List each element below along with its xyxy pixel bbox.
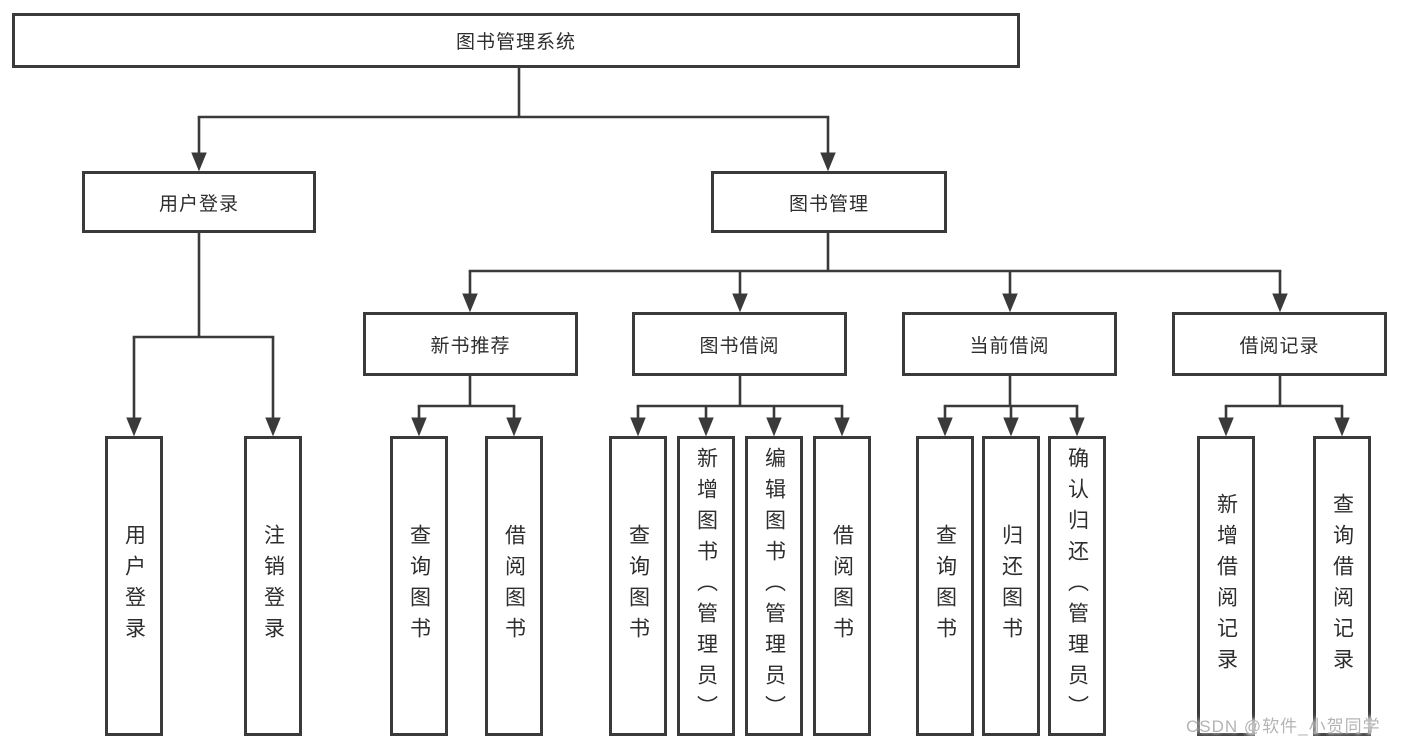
arrowhead-icon — [411, 417, 427, 437]
node-leaf-logout-label: 注销登录 — [261, 524, 285, 648]
arrowhead-icon — [698, 417, 714, 437]
arrowhead-icon — [1002, 293, 1018, 313]
arrowhead-icon — [820, 152, 836, 172]
arrowhead-icon — [191, 152, 207, 172]
node-book-borrow: 图书借阅 — [632, 312, 847, 376]
arrowhead-icon — [1218, 417, 1234, 437]
connector-book-mgmt-to-level3 — [462, 231, 1288, 313]
node-leaf-return-book-label: 归还图书 — [999, 524, 1023, 648]
connector-user-login-children — [126, 231, 281, 437]
connector-borrow-records-children — [1218, 374, 1350, 437]
node-leaf-query-books-3-label: 查询图书 — [933, 524, 957, 648]
node-root-label: 图书管理系统 — [455, 32, 576, 53]
node-leaf-add-book-admin-label: 新增图书（管理员） — [694, 446, 718, 726]
node-leaf-edit-book-admin: 编辑图书（管理员） — [745, 436, 803, 736]
node-leaf-confirm-return-admin-label: 确认归还（管理员） — [1065, 446, 1089, 726]
node-leaf-borrow-books-1-label: 借阅图书 — [502, 524, 526, 648]
node-user-login: 用户登录 — [82, 171, 316, 233]
node-current-borrow-label: 当前借阅 — [969, 335, 1050, 357]
node-leaf-user-login-label: 用户登录 — [122, 524, 146, 648]
node-new-book-recommend: 新书推荐 — [363, 312, 578, 376]
arrowhead-icon — [462, 293, 478, 313]
node-leaf-logout: 注销登录 — [244, 436, 302, 736]
arrowhead-icon — [1334, 417, 1350, 437]
node-leaf-add-borrow-record-label: 新增借阅记录 — [1214, 493, 1238, 679]
node-leaf-query-books-1-label: 查询图书 — [407, 524, 431, 648]
node-user-login-label: 用户登录 — [158, 193, 239, 215]
node-current-borrow: 当前借阅 — [902, 312, 1117, 376]
node-leaf-query-books-3: 查询图书 — [916, 436, 974, 736]
node-leaf-query-borrow-record: 查询借阅记录 — [1313, 436, 1371, 736]
arrowhead-icon — [506, 417, 522, 437]
node-leaf-query-books-2: 查询图书 — [609, 436, 667, 736]
arrowhead-icon — [630, 417, 646, 437]
arrowhead-icon — [1272, 293, 1288, 313]
connector-new-book-children — [411, 374, 522, 437]
arrowhead-icon — [766, 417, 782, 437]
node-leaf-confirm-return-admin: 确认归还（管理员） — [1048, 436, 1106, 736]
node-borrow-records-label: 借阅记录 — [1239, 335, 1320, 357]
node-leaf-add-borrow-record: 新增借阅记录 — [1197, 436, 1255, 736]
node-new-book-recommend-label: 新书推荐 — [430, 335, 511, 357]
node-book-management: 图书管理 — [711, 171, 947, 233]
node-leaf-user-login: 用户登录 — [105, 436, 163, 736]
node-book-management-label: 图书管理 — [788, 193, 869, 215]
arrowhead-icon — [126, 417, 142, 437]
connector-current-borrow-children — [937, 374, 1085, 437]
arrowhead-icon — [937, 417, 953, 437]
arrowhead-icon — [834, 417, 850, 437]
arrowhead-icon — [1003, 417, 1019, 437]
node-leaf-query-books-1: 查询图书 — [390, 436, 448, 736]
node-leaf-borrow-books-2-label: 借阅图书 — [830, 524, 854, 648]
connector-root-to-level2 — [191, 66, 836, 172]
node-leaf-return-book: 归还图书 — [982, 436, 1040, 736]
node-leaf-borrow-books-2: 借阅图书 — [813, 436, 871, 736]
arrowhead-icon — [265, 417, 281, 437]
node-book-borrow-label: 图书借阅 — [699, 335, 780, 357]
node-leaf-borrow-books-1: 借阅图书 — [485, 436, 543, 736]
node-root-system: 图书管理系统 — [12, 13, 1020, 68]
node-leaf-add-book-admin: 新增图书（管理员） — [677, 436, 735, 736]
node-borrow-records: 借阅记录 — [1172, 312, 1387, 376]
node-leaf-query-books-2-label: 查询图书 — [626, 524, 650, 648]
node-leaf-query-borrow-record-label: 查询借阅记录 — [1330, 493, 1354, 679]
arrowhead-icon — [1069, 417, 1085, 437]
connector-book-borrow-children — [630, 374, 850, 437]
node-leaf-edit-book-admin-label: 编辑图书（管理员） — [762, 446, 786, 726]
arrowhead-icon — [732, 293, 748, 313]
watermark-text: CSDN @软件_小贺同学 — [1186, 717, 1381, 736]
